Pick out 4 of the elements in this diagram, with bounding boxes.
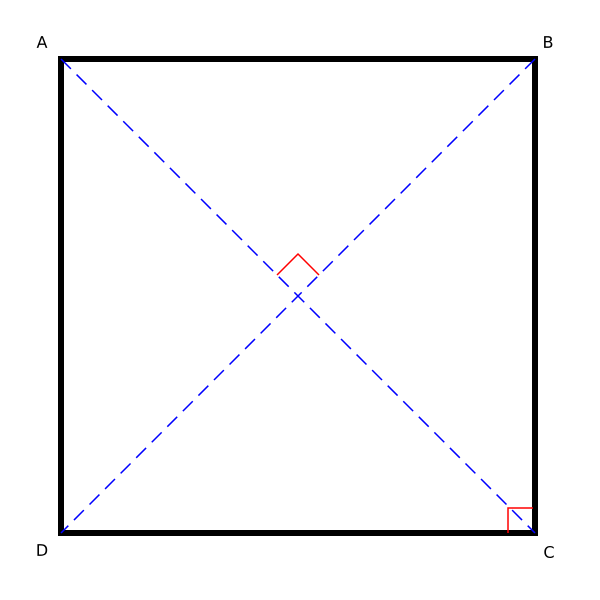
vertex-label: D xyxy=(37,544,48,556)
vertex-label: B xyxy=(544,36,552,48)
vertex-label: A xyxy=(36,36,48,48)
vertex-label: C xyxy=(544,546,554,558)
